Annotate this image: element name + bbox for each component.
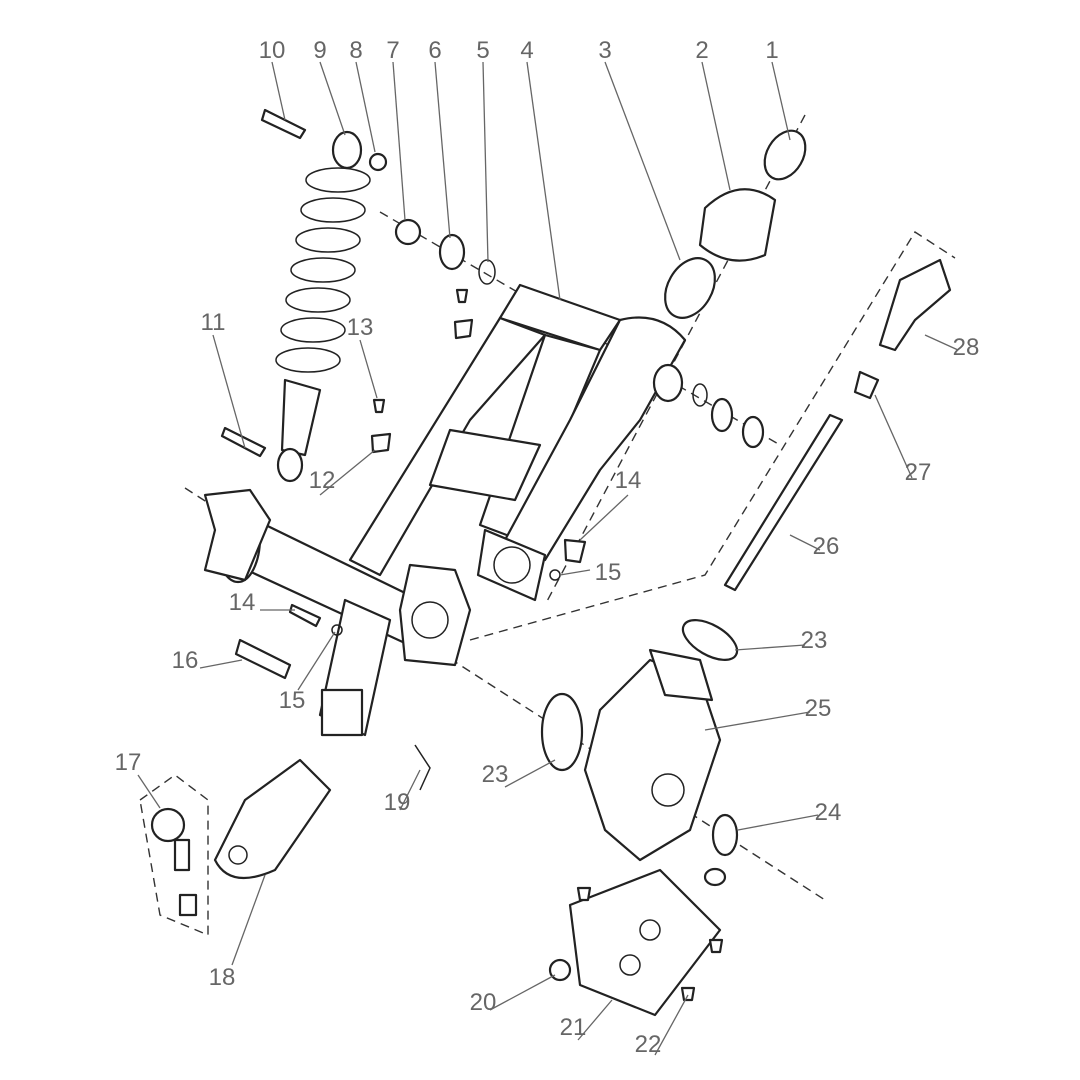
leader-lines — [137, 61, 959, 1056]
callout-15b: 15 — [279, 687, 306, 714]
callout-10: 10 — [259, 37, 286, 64]
callout-23a: 23 — [482, 761, 509, 788]
callout-5: 5 — [476, 37, 489, 64]
callout-27: 27 — [905, 459, 932, 486]
callout-21: 21 — [560, 1014, 587, 1041]
axle-tube — [203, 488, 472, 737]
callout-2: 2 — [695, 37, 708, 64]
gearbox — [540, 648, 739, 1017]
callout-28: 28 — [953, 334, 980, 361]
callout-19: 19 — [384, 789, 411, 816]
callout-11: 11 — [201, 309, 226, 336]
callout-17: 17 — [115, 749, 142, 776]
callout-3: 3 — [598, 37, 611, 64]
callout-15a: 15 — [595, 559, 622, 586]
callout-22: 22 — [635, 1031, 662, 1058]
callout-24: 24 — [815, 799, 842, 826]
callout-18: 18 — [209, 964, 236, 991]
callout-9: 9 — [313, 37, 326, 64]
callout-7: 7 — [386, 37, 399, 64]
callout-12: 12 — [309, 467, 336, 494]
callout-8: 8 — [349, 37, 362, 64]
callout-labels: 1 2 3 4 5 6 7 8 9 10 11 12 13 14 14 15 1… — [115, 37, 980, 1058]
callout-16: 16 — [172, 647, 199, 674]
drive-shaft — [681, 258, 952, 661]
callout-20: 20 — [470, 989, 497, 1016]
callout-4: 4 — [520, 37, 533, 64]
callout-14b: 14 — [229, 589, 256, 616]
swing-arm — [348, 283, 687, 602]
callout-1: 1 — [765, 37, 778, 64]
callout-25: 25 — [805, 695, 832, 722]
callout-14a: 14 — [615, 467, 642, 494]
shock-absorber — [275, 130, 371, 483]
callout-6: 6 — [428, 37, 441, 64]
callout-13: 13 — [347, 314, 374, 341]
callout-26: 26 — [813, 533, 840, 560]
callout-23b: 23 — [801, 627, 828, 654]
